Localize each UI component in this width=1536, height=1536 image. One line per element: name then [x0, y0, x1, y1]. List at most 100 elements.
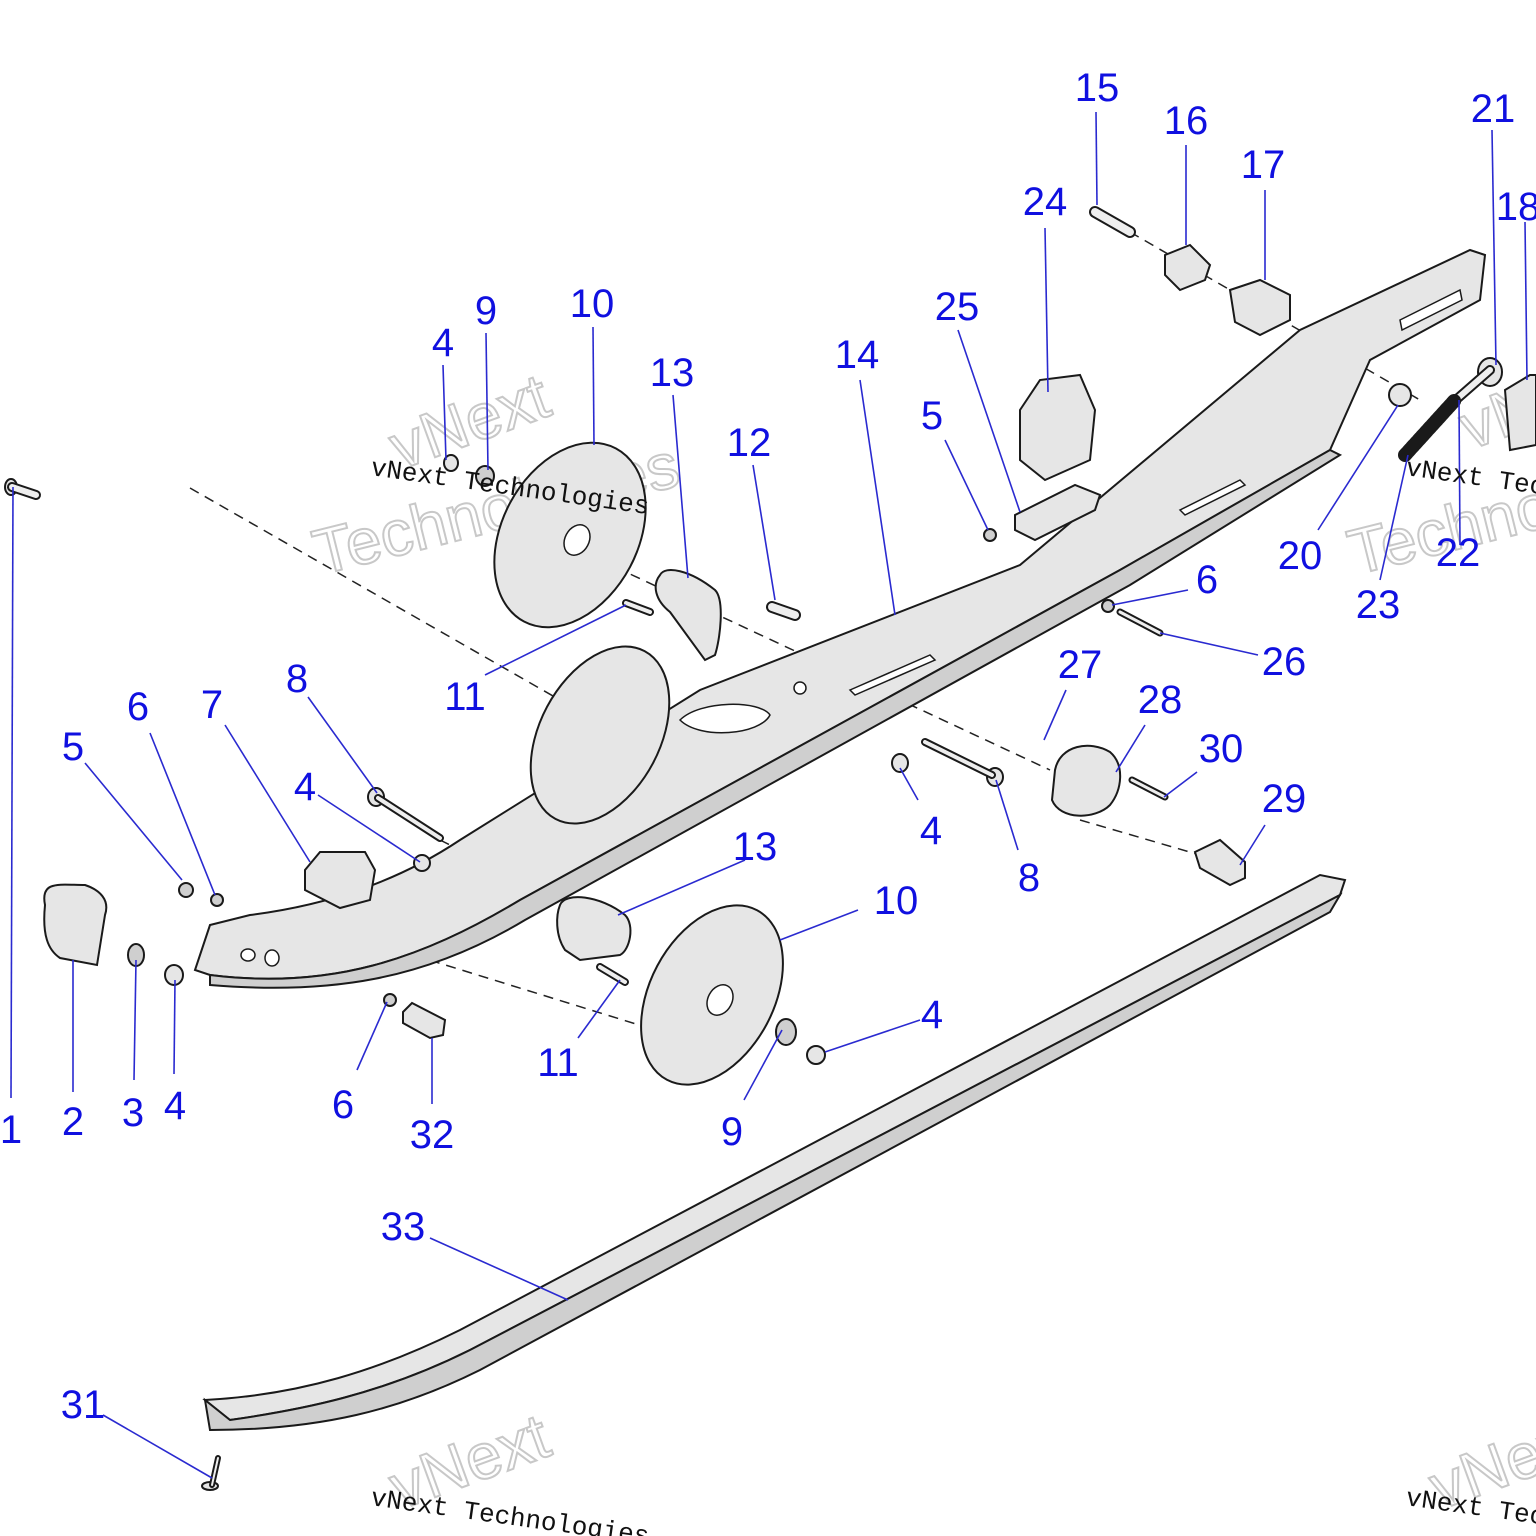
bolts-and-pins	[7, 206, 1495, 1488]
callout-14: 14	[835, 333, 880, 377]
callout-6: 6	[332, 1083, 354, 1127]
callout-5: 5	[921, 394, 943, 438]
part-9-washer	[475, 465, 495, 487]
leader-line	[133, 959, 137, 1081]
callout-20: 20	[1278, 534, 1323, 578]
part-5-nut	[983, 528, 997, 542]
part-4-nut	[891, 753, 909, 773]
bolt-shank-highlight	[1130, 778, 1167, 799]
leader-line	[484, 604, 627, 676]
leader-line	[944, 439, 989, 531]
leader-line	[1111, 589, 1189, 606]
part-24-bumper	[1019, 373, 1097, 482]
callout-13: 13	[650, 351, 695, 395]
callout-22: 22	[1436, 531, 1481, 575]
leader-line	[1317, 404, 1399, 531]
callout-18: 18	[1496, 185, 1536, 229]
bolt-shank-highlight	[211, 1457, 219, 1486]
bolt-shank-highlight	[923, 740, 994, 777]
callout-13: 13	[733, 825, 778, 869]
leader-line	[317, 794, 421, 863]
part-32-spacer-block	[402, 1001, 447, 1040]
callout-12: 12	[727, 421, 772, 465]
bolt-shank-highlight	[768, 603, 799, 619]
part-23-spring	[1398, 393, 1462, 462]
callout-28: 28	[1138, 678, 1183, 722]
watermark-text: vNext Technologies	[369, 1483, 651, 1536]
leader-line	[899, 767, 919, 801]
leader-line	[356, 1001, 388, 1071]
leader-line	[84, 762, 183, 881]
bolt-shank-highlight	[1091, 208, 1134, 236]
leader-line	[485, 332, 489, 471]
leader-line	[1458, 399, 1461, 546]
callout-8: 8	[1018, 856, 1040, 900]
part-10-idler-wheel-upper	[493, 441, 647, 629]
part-17-spacer	[1228, 278, 1291, 337]
callout-33: 33	[381, 1205, 426, 1249]
bolt-shank-highlight	[624, 601, 652, 614]
leader-line	[672, 394, 689, 579]
callout-3: 3	[122, 1091, 144, 1135]
part-7-bumper-block	[304, 851, 377, 910]
part-6-washer	[1101, 599, 1115, 613]
callout-26: 26	[1262, 640, 1307, 684]
leader-line	[577, 979, 621, 1039]
leader-line	[173, 979, 176, 1075]
leader-lines	[10, 111, 1528, 1479]
callout-4: 4	[294, 765, 316, 809]
callout-8: 8	[286, 657, 308, 701]
callout-30: 30	[1199, 727, 1244, 771]
callout-6: 6	[1196, 558, 1218, 602]
callout-11: 11	[537, 1041, 579, 1085]
callout-15: 15	[1075, 66, 1120, 110]
leader-line	[957, 329, 1021, 513]
leader-line	[10, 486, 14, 1099]
callout-16: 16	[1164, 99, 1209, 143]
part-28-cam	[1050, 744, 1122, 817]
leader-line	[1115, 724, 1146, 773]
part-16-bushing	[1164, 243, 1212, 292]
leader-line	[102, 1414, 213, 1479]
callout-4: 4	[164, 1084, 186, 1128]
leader-line	[752, 464, 776, 601]
part-10-idler-wheel-lower	[640, 904, 784, 1086]
callout-7: 7	[201, 683, 223, 727]
callout-17: 17	[1241, 143, 1286, 187]
part-20-nut	[1388, 383, 1412, 407]
leader-line	[1044, 227, 1049, 393]
part-10-idler-wheel-middle	[529, 645, 671, 825]
leader-line	[1043, 689, 1067, 741]
leader-line	[1163, 771, 1198, 798]
callout-2: 2	[62, 1100, 84, 1144]
callout-4: 4	[920, 809, 942, 853]
part-13-axle-carrier	[654, 569, 722, 662]
leader-line	[995, 779, 1019, 851]
part-4-nut	[806, 1045, 826, 1065]
leader-line	[779, 909, 859, 941]
bolt-shank-highlight	[376, 796, 442, 840]
leader-line	[442, 364, 447, 461]
leader-line	[307, 696, 378, 794]
callout-31: 31	[61, 1383, 106, 1427]
leader-line	[824, 1019, 921, 1053]
callout-6: 6	[127, 685, 149, 729]
callout-9: 9	[721, 1110, 743, 1154]
leader-line	[1379, 454, 1409, 581]
bolt-shank-highlight	[598, 965, 627, 984]
part-6-washer	[210, 893, 224, 907]
part-4-nut	[413, 854, 431, 872]
part-9-washer	[775, 1018, 797, 1046]
part-2-end-cap	[43, 883, 108, 967]
part-18-bracket	[1503, 374, 1536, 452]
callout-4: 4	[921, 993, 943, 1037]
bolt-shank-highlight	[1118, 610, 1162, 635]
small-parts	[4, 243, 1536, 1491]
leader-line	[1095, 111, 1098, 206]
part-25-slide-block	[1014, 483, 1102, 542]
callout-9: 9	[475, 289, 497, 333]
leader-line	[1491, 129, 1497, 366]
callout-29: 29	[1262, 777, 1307, 821]
